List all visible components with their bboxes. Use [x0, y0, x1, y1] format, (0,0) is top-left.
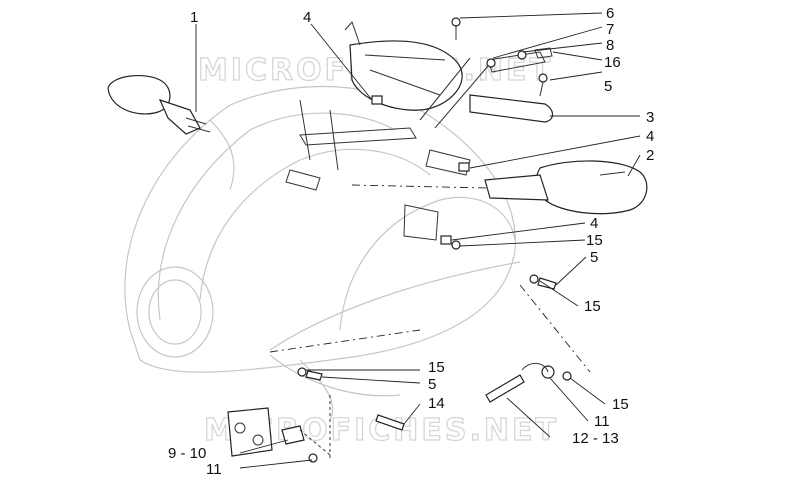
callout-11a: 11	[594, 413, 610, 430]
callout-4b: 4	[646, 128, 654, 145]
callout-1: 1	[190, 9, 198, 26]
callout-15d: 15	[612, 396, 629, 413]
callout-8: 8	[606, 37, 614, 54]
fairing-outline	[124, 85, 521, 421]
callout-labels: 1 4 6 7 8 16 5 3 4 2 4 15 5 15 15 5 14 1…	[168, 5, 654, 478]
callout-4a: 4	[303, 9, 311, 26]
callout-14: 14	[428, 395, 445, 412]
mounting-bracket	[285, 21, 554, 241]
callout-5b: 5	[590, 249, 598, 266]
mirror-right	[484, 160, 648, 215]
callout-4c: 4	[590, 215, 598, 232]
callout-leaders	[195, 12, 641, 469]
callout-6: 6	[606, 5, 614, 22]
callout-12-13: 12 - 13	[572, 430, 619, 447]
callout-3: 3	[646, 109, 654, 126]
callout-5a: 5	[604, 78, 612, 95]
hardware	[227, 17, 572, 463]
callout-7: 7	[606, 21, 614, 38]
callout-9-10: 9 - 10	[168, 445, 206, 462]
callout-15b: 15	[584, 298, 601, 315]
mirror-left	[107, 74, 211, 135]
callout-11b: 11	[206, 461, 222, 478]
callout-15a: 15	[586, 232, 603, 249]
callout-15c: 15	[428, 359, 445, 376]
callout-16: 16	[604, 54, 621, 71]
callout-5c: 5	[428, 376, 436, 393]
assembly-centerlines	[269, 184, 591, 460]
callout-2: 2	[646, 147, 654, 164]
